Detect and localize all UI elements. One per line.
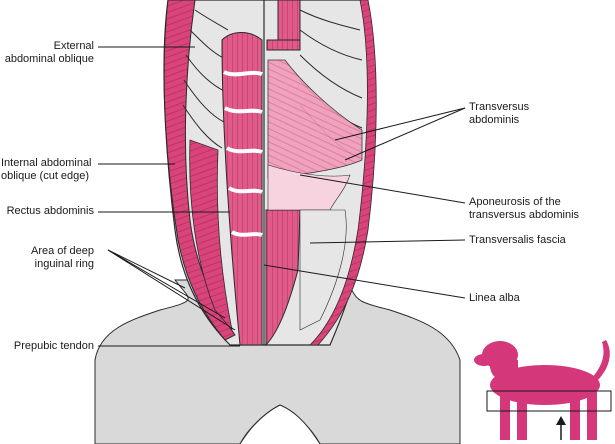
region-box xyxy=(486,390,612,412)
up-arrow-icon xyxy=(556,416,566,440)
rectus-abdominis-right xyxy=(265,209,301,347)
internal-oblique-muscle xyxy=(189,139,233,332)
dog-silhouette-icon xyxy=(474,340,610,440)
tendinous-intersections xyxy=(223,70,263,237)
label-aponeurosis: Aponeurosis of the transversus abdominis xyxy=(469,196,580,221)
label-deep-inguinal-ring: Area of deep inguinal ring xyxy=(31,245,94,270)
label-internal-oblique: Internal abdominal oblique (cut edge) xyxy=(1,157,92,182)
label-transversalis-fascia: Transversalis fascia xyxy=(469,234,566,246)
label-linea-alba: Linea alba xyxy=(469,292,520,304)
label-prepubic-tendon: Prepubic tendon xyxy=(13,340,94,352)
aponeurosis xyxy=(267,164,351,211)
external-oblique-muscle xyxy=(163,0,236,341)
label-external-oblique: External abdominal oblique xyxy=(4,40,94,65)
transversalis-fascia xyxy=(299,209,347,331)
right-oblique-band xyxy=(309,0,377,346)
label-transversus-abdominis: Transversus abdominis xyxy=(469,101,530,126)
label-rectus-abdominis: Rectus abdominis xyxy=(6,205,94,217)
leader-lines xyxy=(98,46,466,347)
